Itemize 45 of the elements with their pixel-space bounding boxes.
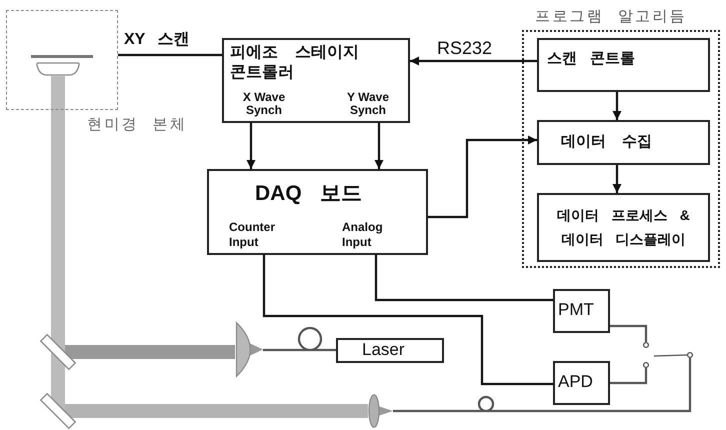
detector-box [553, 361, 610, 405]
arrow [612, 165, 622, 193]
detector-box [553, 289, 610, 333]
connector-line [262, 255, 553, 386]
arrow [612, 92, 622, 120]
box-title: 피에조 스테이지 콘트롤러 [230, 43, 360, 83]
daq-board-box [207, 169, 428, 255]
box-label: 데이터 프로세스 & 데이터 디스플레이 [556, 206, 691, 249]
port-label: Counter Input [229, 220, 276, 250]
box-label: Laser [362, 339, 405, 361]
process-box [537, 193, 710, 262]
port-label: Analog Input [342, 220, 384, 250]
arrow [410, 56, 537, 66]
connector-line [610, 368, 648, 384]
port-label: Y Wave Synch [346, 91, 390, 117]
connector-line [118, 54, 222, 56]
port-label: X Wave Synch [242, 91, 286, 117]
arrow [428, 136, 537, 218]
box-label: 데이터 수집 [561, 132, 652, 152]
box-label: PMT [558, 299, 594, 321]
box-label: APD [558, 371, 593, 393]
arrow [374, 123, 384, 169]
mirror [39, 392, 77, 430]
objective-lens [36, 62, 80, 76]
focusing-lens [368, 394, 393, 428]
process-box [537, 38, 710, 92]
connector-line [374, 255, 553, 302]
connector-line [263, 326, 336, 352]
group-title: 프로그램 알고리듬 [535, 8, 687, 26]
box-label: 스캔 콘트롤 [547, 49, 636, 69]
controller-box [222, 38, 410, 123]
edge-label: XY 스캔 [124, 30, 190, 50]
frame-caption: 현미경 본체 [87, 115, 188, 135]
edge-label: RS232 [437, 37, 492, 59]
light-beam [51, 352, 65, 411]
focusing-lens [235, 322, 263, 377]
connector-line [393, 358, 692, 412]
light-beam [51, 76, 65, 352]
connector-line [610, 324, 648, 342]
laser-box [336, 338, 444, 363]
process-box [537, 120, 710, 165]
switch-symbol [642, 342, 694, 368]
box-title: DAQ 보드 [255, 181, 362, 207]
mirror [39, 333, 77, 371]
arrow [246, 123, 256, 169]
